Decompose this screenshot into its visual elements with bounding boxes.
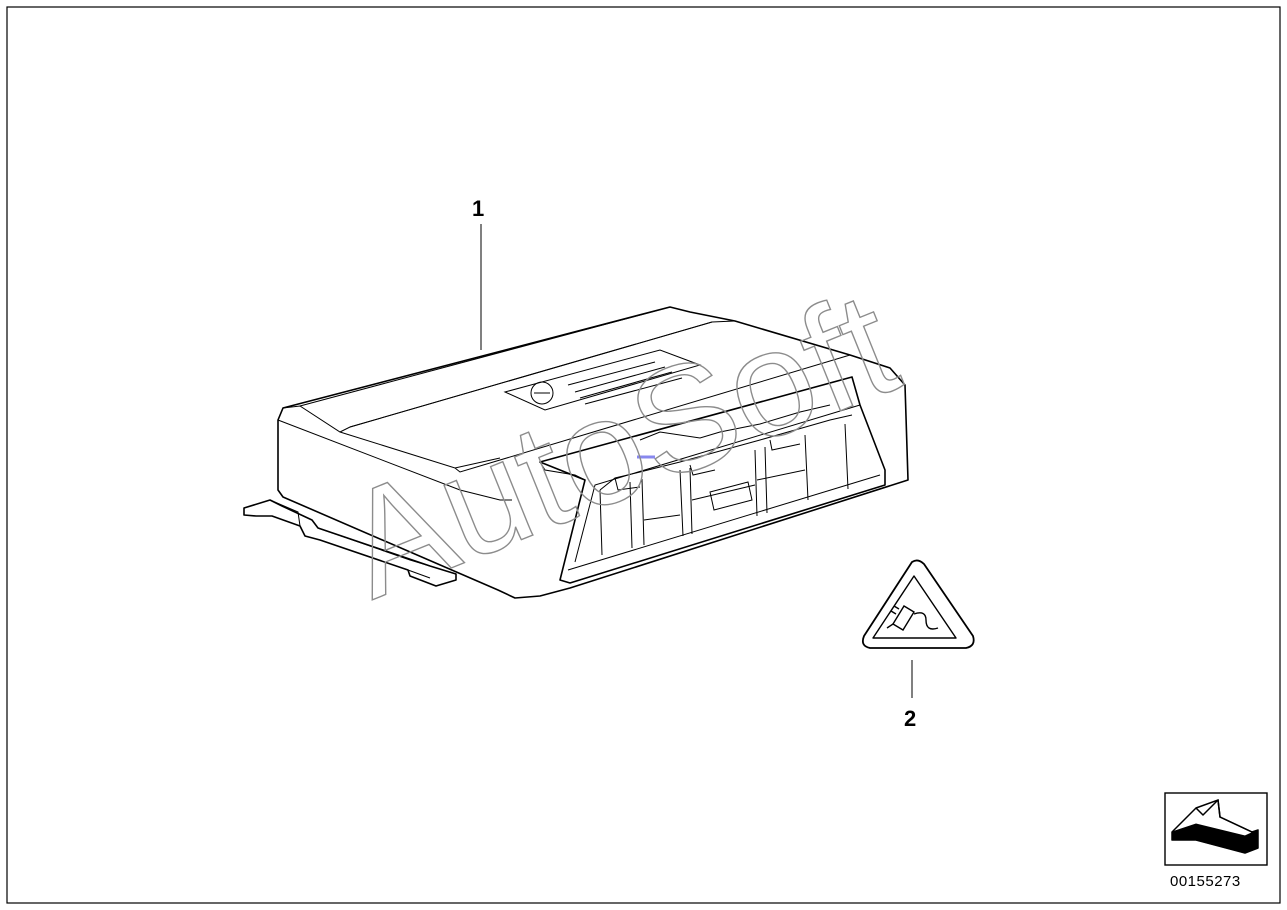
control-unit-illustration — [243, 306, 909, 599]
watermark: AutoSoft — [321, 258, 917, 629]
callout-part-1: 1 — [472, 196, 484, 221]
arrow-icon[interactable] — [1164, 792, 1268, 866]
callout-part-2: 2 — [904, 706, 916, 731]
diagram-id: 00155273 — [1170, 873, 1241, 890]
plug-warning-triangle-icon — [861, 559, 975, 649]
diagram-frame — [6, 6, 1281, 904]
